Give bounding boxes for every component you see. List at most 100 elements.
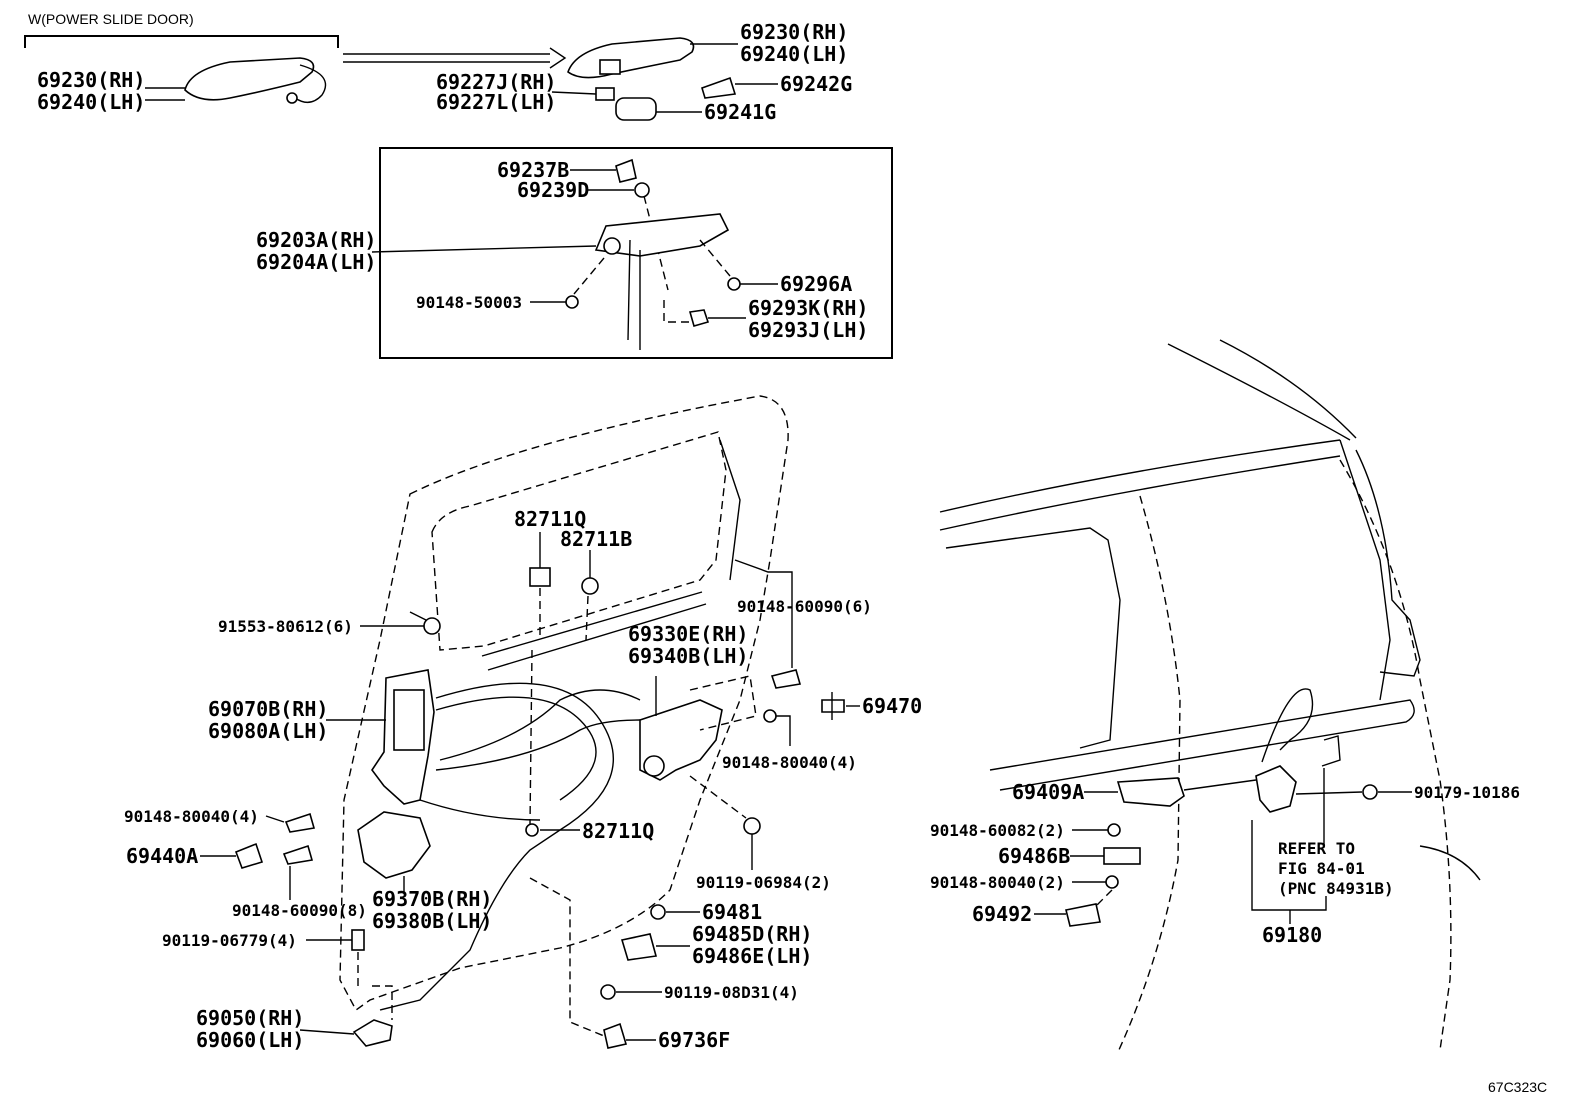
dash: [372, 985, 393, 1020]
dash: [663, 300, 690, 323]
pad-69242g: [701, 76, 737, 99]
reference-note-line3: (PNC 84931B): [1278, 879, 1394, 898]
callout-69486b: 69486B: [998, 844, 1070, 868]
leader: [734, 559, 793, 668]
bolt-90119-06984: [743, 817, 761, 835]
dash: [539, 588, 589, 641]
slide-door-outline: [339, 395, 789, 1012]
outside-handle: [567, 37, 695, 79]
callout-69492: 69492: [972, 902, 1032, 926]
callout-69060-lh: 69060(LH): [196, 1028, 304, 1052]
screw-90148-60090: [770, 669, 802, 689]
plate-69440a: [234, 842, 264, 869]
callout-69296a: 69296A: [780, 272, 852, 296]
bracket-69293k: [688, 309, 710, 327]
callout-69470: 69470: [862, 694, 922, 718]
callout-69180: 69180: [1262, 923, 1322, 947]
clip-82711q-lower: [525, 823, 539, 837]
callout-69230-rh: 69230(RH): [37, 68, 145, 92]
callout-90148-60082: 90148-60082(2): [930, 821, 1065, 840]
bolt-90179-10186: [1362, 784, 1378, 800]
handle-pad: [595, 87, 615, 101]
cap-69237b: [615, 158, 637, 183]
bolt-90119-06779: [351, 929, 365, 951]
callout-82711b: 82711B: [560, 527, 632, 551]
callout-82711q-lower: 82711Q: [582, 819, 654, 843]
clip-82711b: [581, 577, 599, 595]
callout-69241g: 69241G: [704, 100, 776, 124]
lower-hinge-69050: [352, 1019, 393, 1047]
rear-lock-69330e: [639, 675, 757, 781]
callout-69050-rh: 69050(RH): [196, 1006, 304, 1030]
leader: [371, 245, 597, 253]
cap-69736f: [603, 1022, 628, 1049]
callout-69227l-lh: 69227L(LH): [436, 90, 556, 114]
screw-90148-60082: [1107, 823, 1121, 837]
vehicle-body-outline: [939, 339, 1481, 1053]
leader: [299, 1029, 355, 1035]
leader: [1295, 791, 1412, 795]
dash: [643, 195, 669, 291]
bumper-69481: [650, 904, 666, 920]
callout-69330e-rh: 69330E(RH): [628, 622, 748, 646]
bolt-91553-80612: [423, 617, 441, 635]
callout-90119-06779: 90119-06779(4): [162, 931, 297, 950]
frame-box: [379, 147, 893, 359]
bolt-90148-80040: [763, 709, 777, 723]
callout-69370b-rh: 69370B(RH): [372, 887, 492, 911]
callout-69227j-rh: 69227J(RH): [436, 70, 556, 94]
callout-69240-lh: 69240(LH): [37, 90, 145, 114]
dash: [689, 775, 747, 819]
callout-69486e-lh: 69486E(LH): [692, 944, 812, 968]
callout-82711q: 82711Q: [514, 507, 586, 531]
callout-69203a-rh: 69203A(RH): [256, 228, 376, 252]
bracket-69180: [1251, 820, 1327, 911]
callout-69230-rh-b: 69230(RH): [740, 20, 848, 44]
dash: [1095, 889, 1113, 907]
bumper-69485d: [620, 933, 658, 961]
callout-69736f: 69736F: [658, 1028, 730, 1052]
callout-69204a-lh: 69204A(LH): [256, 250, 376, 274]
illustration-code: 67C323C: [1488, 1079, 1547, 1095]
callout-69293j-lh: 69293J(LH): [748, 318, 868, 342]
bolt-90119-08d31: [600, 984, 616, 1000]
callout-90119-06984: 90119-06984(2): [696, 873, 831, 892]
callout-69070b-rh: 69070B(RH): [208, 697, 328, 721]
clip-69239d: [634, 182, 650, 198]
callout-69237b: 69237B: [497, 158, 569, 182]
bracket-69492: [1065, 903, 1101, 927]
screw-90148-50003: [565, 295, 579, 309]
callout-69485d-rh: 69485D(RH): [692, 922, 812, 946]
leader: [1183, 779, 1257, 791]
callout-69481: 69481: [702, 900, 762, 924]
pad-69241g: [615, 97, 657, 121]
screw-69296a: [727, 277, 741, 291]
screw-90148-60090-8: [282, 844, 314, 865]
callout-69242g: 69242G: [780, 72, 852, 96]
callout-69240-lh-b: 69240(LH): [740, 42, 848, 66]
callout-91553-80612: 91553-80612(6): [218, 617, 353, 636]
leader: [145, 87, 185, 101]
dash: [573, 257, 605, 295]
callout-69409a: 69409A: [1012, 780, 1084, 804]
callout-69380b-lh: 69380B(LH): [372, 909, 492, 933]
dash: [529, 877, 605, 1037]
reference-note-line1: REFER TO: [1278, 839, 1355, 858]
variant-note: W(POWER SLIDE DOOR): [28, 11, 194, 27]
screw-90148-80040-2: [1105, 875, 1119, 889]
callout-69239d: 69239D: [517, 178, 589, 202]
screw-90148-80040-l: [284, 812, 316, 833]
callout-90179-10186: 90179-10186: [1414, 783, 1520, 802]
callout-90148-80040-4-l: 90148-80040(4): [124, 807, 259, 826]
variant-bracket: [24, 35, 339, 48]
dash: [529, 649, 533, 825]
leader: [265, 815, 285, 823]
callout-90119-08d31: 90119-08D31(4): [664, 983, 799, 1002]
striker-plate-69409a: [1116, 777, 1185, 807]
transition-arrow: [343, 47, 567, 69]
callout-90148-80040-2: 90148-80040(2): [930, 873, 1065, 892]
callout-69340b-lh: 69340B(LH): [628, 644, 748, 668]
control-cables: [379, 682, 641, 1011]
